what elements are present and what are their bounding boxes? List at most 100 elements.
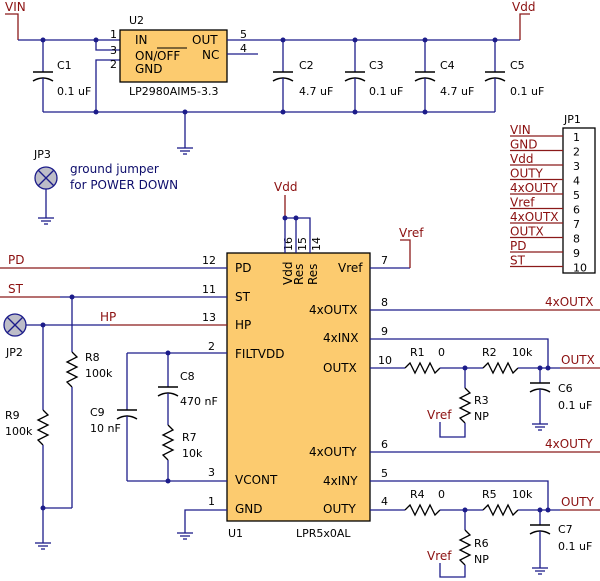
onoff-wire bbox=[95, 40, 120, 51]
c3-ref: C3 bbox=[369, 59, 384, 72]
st-net-label: ST bbox=[8, 282, 24, 296]
resistor-r3 bbox=[458, 387, 472, 424]
r2-value: 10k bbox=[512, 346, 533, 359]
svg-text:1: 1 bbox=[110, 28, 117, 41]
r5-value: 10k bbox=[512, 488, 533, 501]
svg-text:8: 8 bbox=[381, 296, 388, 309]
r3-ref: R3 bbox=[474, 394, 489, 407]
x-output-network: 4xOUTX R1 0 R2 10k OUTX R3 NP Vref C6 bbox=[370, 295, 600, 438]
jp3-note-2: for POWER DOWN bbox=[70, 178, 178, 192]
capacitor-c4: C4 4.7 uF bbox=[414, 40, 474, 112]
svg-text:4: 4 bbox=[240, 42, 247, 55]
filter-network: C9 10 nF C8 470 nF R7 10k bbox=[90, 350, 227, 484]
c6-value: 0.1 uF bbox=[558, 399, 592, 412]
u1-ref: U1 bbox=[228, 527, 243, 540]
u1-pin-res2: Res bbox=[306, 264, 320, 285]
r7-value: 10k bbox=[182, 447, 203, 460]
svg-text:6: 6 bbox=[381, 438, 388, 451]
jp2-ref: JP2 bbox=[5, 346, 23, 359]
svg-text:4: 4 bbox=[381, 495, 388, 508]
svg-text:3: 3 bbox=[110, 44, 117, 57]
jp1-pin-number: 2 bbox=[573, 146, 580, 159]
accelerometer-u1: PD ST HP FILTVDD VCONT GND 12 11 13 2 3 … bbox=[202, 237, 392, 540]
jp1-ref: JP1 bbox=[563, 113, 581, 126]
jp1-pin-number: 8 bbox=[573, 233, 580, 246]
svg-text:10: 10 bbox=[378, 354, 392, 367]
vref-net-label-u1: Vref bbox=[399, 226, 424, 240]
capacitor-c5: C5 0.1 uF bbox=[484, 40, 544, 112]
u2-part: LP2980AIM5-3.3 bbox=[129, 85, 218, 98]
u1-pin-pd: PD bbox=[235, 261, 251, 275]
vdd-net-tick bbox=[519, 13, 530, 40]
u1-left-wiring: PD ST JP2 HP R8 100k R9 100k bbox=[0, 253, 227, 550]
r8-ref: R8 bbox=[85, 351, 100, 364]
u1-pin-4xouty: 4xOUTY bbox=[309, 445, 357, 459]
u1-pin-gnd: GND bbox=[235, 502, 263, 516]
jp1-pin-net: 4xOUTX bbox=[510, 210, 559, 224]
capacitor-c1: C1 0.1 uF bbox=[32, 40, 91, 112]
u1-pin-outx: OUTX bbox=[323, 361, 357, 375]
svg-text:14: 14 bbox=[310, 237, 323, 251]
4xouty-net-label: 4xOUTY bbox=[545, 437, 593, 451]
jp1-pin-net: Vref bbox=[510, 196, 535, 210]
u1-gnd-wiring bbox=[176, 509, 227, 540]
c2-value: 4.7 uF bbox=[299, 85, 333, 98]
jumper-jp3: JP3 ground jumper for POWER DOWN bbox=[33, 148, 178, 225]
svg-text:2: 2 bbox=[208, 340, 215, 353]
r4-value: 0 bbox=[438, 488, 445, 501]
u2-pin-in: IN bbox=[135, 33, 148, 47]
jp1-pin-net: PD bbox=[510, 239, 526, 253]
svg-text:7: 7 bbox=[381, 254, 388, 267]
svg-text:16: 16 bbox=[282, 237, 295, 251]
u1-pin-st: ST bbox=[235, 290, 251, 304]
vin-net-tick bbox=[5, 13, 19, 40]
capacitor-c7: C7 0.1 uF bbox=[529, 510, 592, 575]
power-section: VIN C1 0.1 uF U2 1 3 2 IN ON/ OFF GND bbox=[5, 0, 544, 155]
capacitor-c3: C3 0.1 uF bbox=[344, 40, 403, 112]
u2-pin-onoff-a: ON/ bbox=[135, 49, 158, 63]
pd-net-label: PD bbox=[8, 253, 24, 267]
r7-ref: R7 bbox=[182, 431, 197, 444]
jp1-pin-net: VIN bbox=[510, 123, 531, 137]
c1-ref: C1 bbox=[57, 59, 72, 72]
u1-pin-filtvdd: FILTVDD bbox=[235, 347, 285, 361]
connector-jp1: JP1 VIN1GND2Vdd3OUTY44xOUTY5Vref64xOUTX7… bbox=[510, 113, 596, 275]
r9-value: 100k bbox=[5, 425, 33, 438]
c7-value: 0.1 uF bbox=[558, 540, 592, 553]
jp1-pin-net: OUTY bbox=[510, 167, 544, 181]
r6-ref: R6 bbox=[474, 537, 489, 550]
svg-text:15: 15 bbox=[296, 237, 309, 251]
u1-part: LPR5x0AL bbox=[296, 527, 351, 540]
jp3-ref: JP3 bbox=[33, 148, 51, 161]
svg-text:12: 12 bbox=[202, 254, 216, 267]
resistor-r4 bbox=[404, 503, 441, 517]
vdd-net-label-u1: Vdd bbox=[274, 180, 297, 194]
outx-net-label: OUTX bbox=[561, 353, 595, 367]
u2-ref: U2 bbox=[129, 14, 144, 27]
u1-vdd-wiring: Vdd bbox=[274, 180, 311, 253]
y-output-network: 4xOUTY R4 0 R5 10k OUTY R6 NP Vref C7 bbox=[370, 437, 600, 578]
jp1-pin-number: 3 bbox=[573, 160, 580, 173]
u1-pin-vdd: Vdd bbox=[281, 262, 295, 285]
u1-pin-vref: Vref bbox=[338, 261, 363, 275]
u2-pin-out: OUT bbox=[192, 33, 218, 47]
r5-ref: R5 bbox=[482, 488, 497, 501]
ground-symbol bbox=[176, 139, 194, 155]
vref-net-label-r6: Vref bbox=[427, 549, 452, 563]
c6-ref: C6 bbox=[558, 382, 573, 395]
svg-text:5: 5 bbox=[381, 467, 388, 480]
capacitor-c9: C9 10 nF bbox=[90, 353, 138, 481]
c4-value: 4.7 uF bbox=[440, 85, 474, 98]
resistor-r6 bbox=[458, 529, 472, 566]
u2-pin-gnd: GND bbox=[135, 62, 163, 76]
jp1-pin-net: ST bbox=[510, 254, 526, 268]
jp3-note-1: ground jumper bbox=[70, 162, 159, 176]
c8-value: 470 nF bbox=[180, 395, 218, 408]
4xoutx-net-label: 4xOUTX bbox=[545, 295, 594, 309]
u2-pin-nc: NC bbox=[202, 48, 219, 62]
jp1-pin-number: 5 bbox=[573, 189, 580, 202]
vref-net-label-r3: Vref bbox=[427, 408, 452, 422]
u1-pin-4xiny: 4xINY bbox=[323, 474, 358, 488]
r1-value: 0 bbox=[438, 346, 445, 359]
